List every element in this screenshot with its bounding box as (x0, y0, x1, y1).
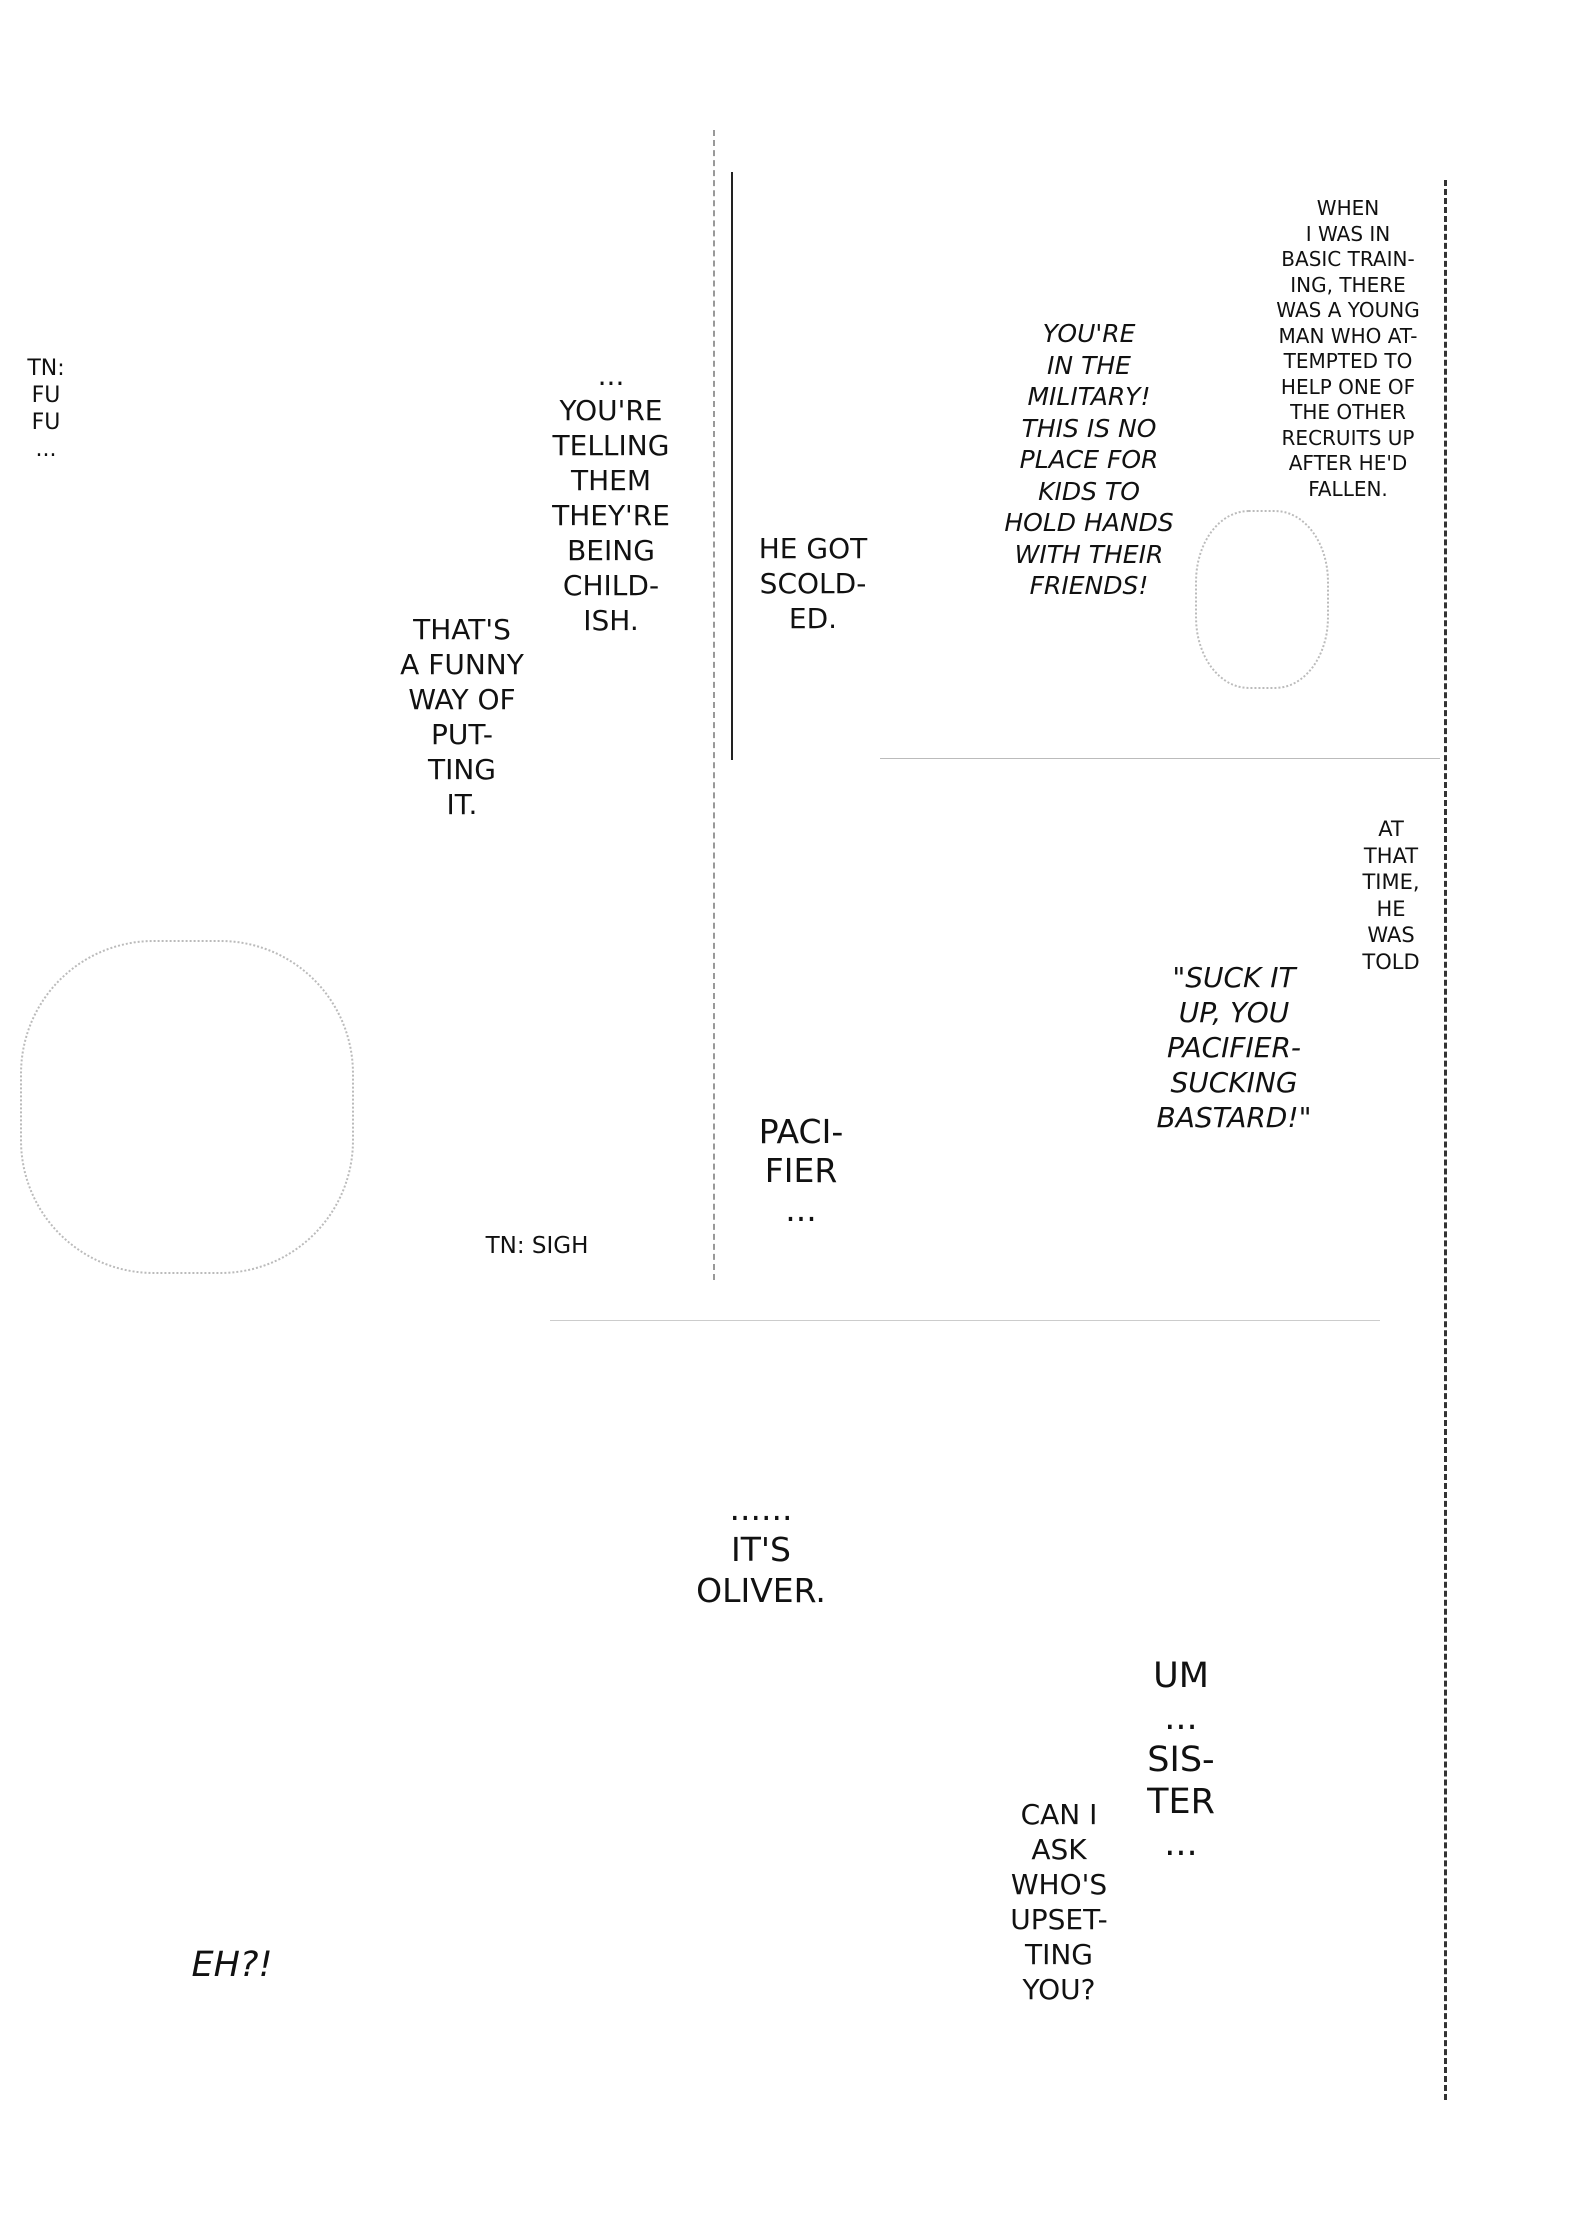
text-line: ... (785, 1190, 817, 1229)
text-line: BEING (567, 534, 655, 567)
text-line: PACI- (758, 1112, 844, 1151)
text-line: UM (1153, 1656, 1209, 1696)
bubble-um-sister: UM ... SIS- TER ... (1147, 1655, 1215, 1865)
text-line: SCOLD- (759, 567, 867, 600)
text-line: YOU'RE (1042, 319, 1136, 348)
panel-border (731, 172, 733, 760)
panel-border (880, 758, 1440, 759)
text-line: ... (597, 359, 625, 392)
text-line: ... (35, 437, 57, 462)
text-line: IT'S (731, 1530, 791, 1569)
text-line: TING (427, 753, 496, 786)
text-line: FRIENDS! (1029, 571, 1149, 600)
text-line: THAT'S (413, 613, 511, 646)
bubble-military: YOU'RE IN THE MILITARY! THIS IS NO PLACE… (1004, 318, 1173, 602)
text-line: TEMPTED TO (1283, 349, 1413, 373)
text-line: THE OTHER (1290, 400, 1406, 424)
text-line: BASIC TRAIN- (1281, 247, 1415, 271)
text-line: SUCKING (1170, 1066, 1298, 1099)
bubble-suck-it-up: "SUCK IT UP, YOU PACIFIER- SUCKING BASTA… (1157, 960, 1312, 1135)
text-line: ASK (1031, 1833, 1087, 1866)
text-line: WAS (1367, 923, 1415, 947)
text-line: HOLD HANDS (1004, 508, 1174, 537)
text-line: TING (1024, 1938, 1094, 1971)
text-line: FU (31, 410, 61, 435)
text-line: THIS IS NO (1021, 413, 1157, 443)
text-line: WAS A YOUNG (1276, 298, 1420, 322)
bubble-eh: EH?! (191, 1945, 273, 1985)
text-line: HELP ONE OF (1280, 374, 1416, 399)
text-line: TER (1147, 1782, 1215, 1822)
text-line: A FUNNY (400, 648, 524, 681)
text-line: PLACE FOR (1019, 445, 1159, 474)
text-line: FU (31, 383, 61, 408)
text-line: AT (1378, 817, 1404, 841)
text-line: ING, THERE (1290, 272, 1406, 297)
text-line: PACIFIER- (1166, 1031, 1302, 1064)
text-line: ...... (729, 1489, 793, 1528)
character-sketch (1195, 510, 1329, 689)
text-line: WHEN (1316, 196, 1380, 220)
tn-fu-note: TN: FU FU ... (27, 355, 64, 463)
text-line: YOU? (1022, 1973, 1096, 2006)
bubble-funny-way: THAT'S A FUNNY WAY OF PUT- TING IT. (400, 612, 524, 822)
text-line: RECRUITS UP (1281, 425, 1415, 450)
text-line: MAN WHO AT- (1278, 323, 1418, 348)
text-line: WAY OF (408, 683, 516, 716)
character-sketch (20, 940, 354, 1274)
text-line: CAN I (1020, 1798, 1098, 1831)
panel-gutter (713, 130, 715, 1280)
text-line: THEM (570, 464, 652, 497)
text-line: UP, YOU (1178, 996, 1290, 1029)
text-line: FALLEN. (1308, 476, 1388, 501)
text-line: MILITARY! (1027, 382, 1151, 411)
text-line: ISH. (583, 604, 639, 637)
bubble-childish: ... YOU'RE TELLING THEM THEY'RE BEING CH… (552, 358, 670, 638)
text-line: THEY'RE (552, 499, 670, 532)
narration-at-that-time: AT THAT TIME, HE WAS TOLD (1362, 816, 1419, 975)
text-line: AFTER HE'D (1288, 451, 1408, 475)
bubble-oliver: ...... IT'S OLIVER. (696, 1488, 826, 1611)
text-line: TIME, (1362, 870, 1420, 894)
text-line: HE GOT (758, 532, 868, 565)
text-line: TN: (27, 356, 65, 381)
text-line: KIDS TO (1038, 476, 1140, 506)
text-line: ... (1164, 1698, 1198, 1738)
text-line: IN THE (1047, 350, 1131, 380)
text-line: PUT- (430, 718, 493, 751)
tn-sigh-note: TN: SIGH (485, 1233, 589, 1259)
text-line: UPSET- (1010, 1903, 1108, 1936)
narration-basic-training: WHEN I WAS IN BASIC TRAIN- ING, THERE WA… (1276, 196, 1419, 502)
text-line: WITH THEIR (1014, 539, 1164, 569)
text-line: SIS- (1147, 1740, 1215, 1780)
text-line: FIER (764, 1151, 838, 1190)
text-line: CHILD- (562, 569, 660, 602)
panel-gutter (1444, 180, 1447, 2100)
bubble-scolded: HE GOT SCOLD- ED. (759, 531, 868, 636)
text-line: BASTARD!" (1156, 1101, 1312, 1134)
text-line: TOLD (1362, 949, 1420, 974)
text-line: "SUCK IT (1172, 961, 1296, 994)
text-line: IT. (446, 788, 478, 821)
text-line: I WAS IN (1305, 221, 1391, 246)
bubble-can-i-ask: CAN I ASK WHO'S UPSET- TING YOU? (1010, 1797, 1107, 2007)
text-line: WHO'S (1010, 1868, 1108, 1901)
text-line: YOU'RE (559, 394, 663, 427)
text-line: ED. (788, 602, 838, 635)
text-line: TELLING (552, 429, 670, 462)
panel-border (550, 1320, 1380, 1321)
text-line: ... (1164, 1824, 1198, 1864)
bubble-pacifier: PACI- FIER ... (759, 1112, 843, 1229)
text-line: HE (1376, 896, 1406, 921)
text-line: OLIVER. (696, 1571, 826, 1610)
text-line: THAT (1363, 843, 1419, 868)
